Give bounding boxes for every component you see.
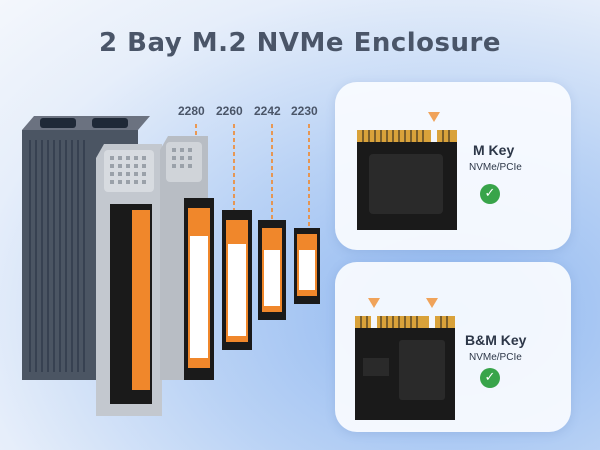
ssd-2280 [184,198,214,380]
size-label-2242: 2242 [254,104,281,118]
ssd-2242 [258,220,286,320]
bm-key-subtitle: NVMe/PCIe [469,352,522,363]
m-key-card: M Key NVMe/PCIe ✓ [335,82,571,250]
m-key-ssd-image [357,112,457,230]
ssd-tray-1 [96,144,162,416]
bm-key-check-icon: ✓ [480,368,500,388]
size-label-2230: 2230 [291,104,318,118]
m-key-subtitle: NVMe/PCIe [469,162,522,173]
ssd-2260 [222,210,252,350]
page-title: 2 Bay M.2 NVMe Enclosure [99,28,501,58]
size-label-2260: 2260 [216,104,243,118]
m-key-title: M Key [473,142,515,158]
size-label-2280: 2280 [178,104,205,118]
enclosure-illustration [22,116,320,416]
bm-key-title: B&M Key [465,332,527,348]
bm-key-ssd-image [355,298,455,420]
bm-key-card: B&M Key NVMe/PCIe ✓ [335,262,571,432]
ssd-2230 [294,228,320,304]
m-key-check-icon: ✓ [480,184,500,204]
